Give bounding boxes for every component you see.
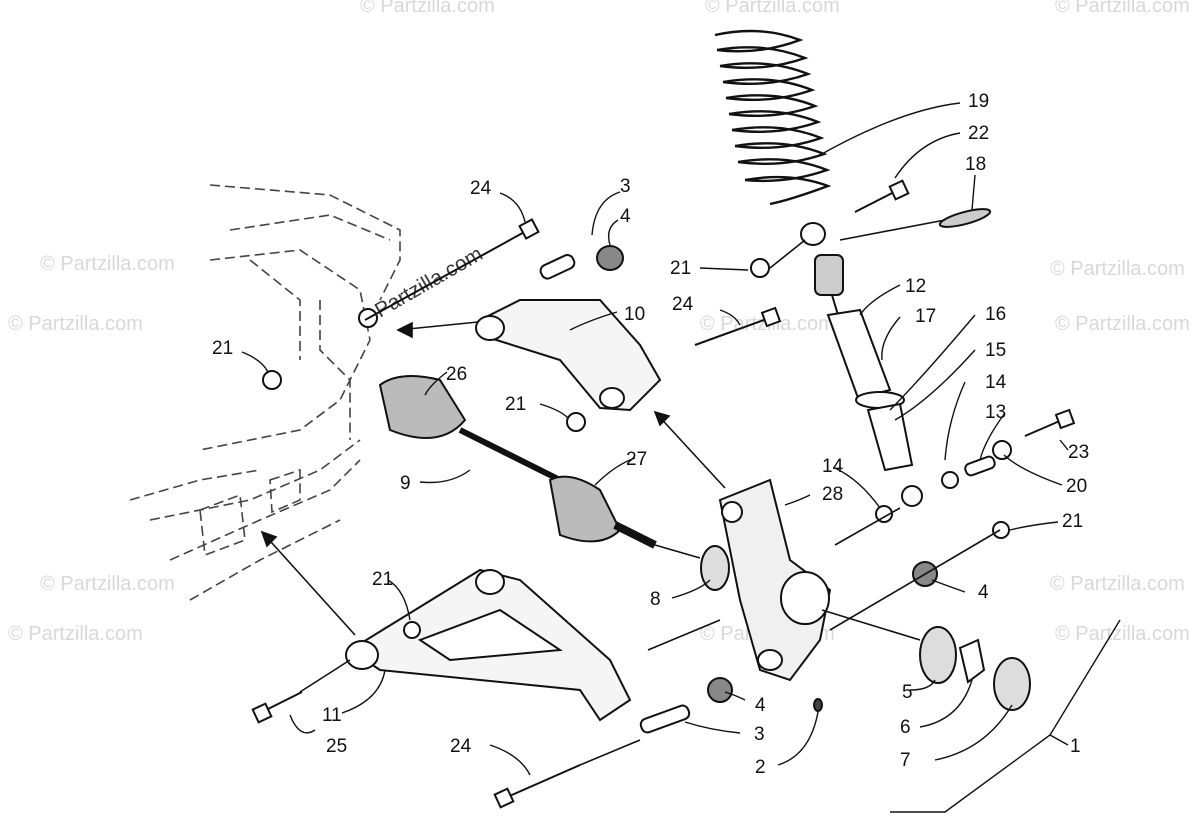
callout-22: 22 [968,123,989,144]
lower-control-arm [345,568,632,722]
callout-1: 1 [1070,736,1081,757]
watermark: © Partzilla.com [360,0,495,17]
callout-4: 4 [755,695,766,716]
callout-5: 5 [902,682,913,703]
hub-bearings [700,545,1031,711]
callout-10: 10 [624,304,645,325]
callout-15: 15 [985,340,1006,361]
watermark: © Partzilla.com [1055,0,1190,17]
watermark: © Partzilla.com [1055,623,1190,645]
callout-12: 12 [905,276,926,297]
steering-knuckle [718,478,832,682]
bolts [251,179,1076,809]
watermark: © Partzilla.com [1050,573,1185,595]
watermark: © Partzilla.com [40,253,175,275]
callout-7: 7 [900,750,911,771]
callout-25: 25 [326,736,347,757]
callout-19: 19 [968,91,989,112]
watermark: © Partzilla.com [705,0,840,17]
callout-6: 6 [900,717,911,738]
callout-16: 16 [985,304,1006,325]
coil-spring [714,29,832,206]
watermark: © Partzilla.com [8,623,143,645]
callout-27: 27 [626,449,647,470]
callout-14: 14 [822,456,844,477]
callout-13: 13 [985,402,1006,423]
callout-21: 21 [1062,511,1083,532]
callout-3: 3 [620,176,631,197]
callout-8: 8 [650,589,661,610]
callout-24: 24 [672,294,694,315]
callout-18: 18 [965,154,986,175]
callout-17: 17 [915,306,936,327]
callout-28: 28 [822,484,843,505]
callout-21: 21 [505,394,526,415]
shock-absorber [800,222,923,507]
callout-24: 24 [470,178,492,199]
assembly-lines [260,219,1001,766]
callout-4: 4 [978,582,989,603]
callout-21: 21 [372,569,393,590]
watermark: © Partzilla.com [8,313,143,335]
callout-9: 9 [400,473,411,494]
callout-26: 26 [446,364,467,385]
callout-2: 2 [755,757,766,778]
hardware-parts [262,208,1012,734]
watermark: © Partzilla.com [1050,258,1185,280]
watermark: © Partzilla.com [40,573,175,595]
drive-shaft [378,375,657,549]
upper-control-arm [475,299,662,412]
callout-23: 23 [1068,442,1089,463]
watermark: © Partzilla.com [1055,313,1190,335]
callout-14: 14 [985,372,1007,393]
callout-21: 21 [670,258,691,279]
callout-11: 11 [322,705,342,726]
callout-3: 3 [754,724,765,745]
watermark-center: Partzilla.com [371,242,487,322]
frame-outline [129,184,401,601]
callout-labels: 19 22 18 24 3 4 21 10 24 21 12 17 16 15 … [212,91,1089,778]
callout-24: 24 [450,736,472,757]
callout-20: 20 [1066,476,1087,497]
callout-21: 21 [212,338,233,359]
callout-4: 4 [620,206,631,227]
leader-lines [241,102,1121,813]
